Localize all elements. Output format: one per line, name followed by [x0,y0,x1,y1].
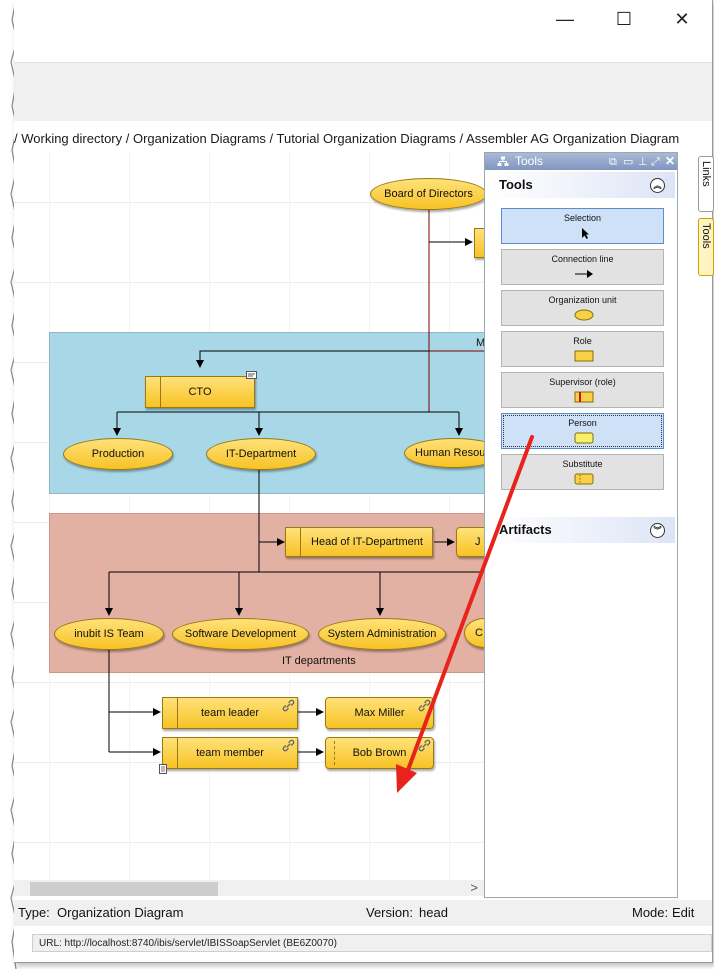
tools-panel-titlebar[interactable]: Tools ⧉ ▭ ⊥ ⤢ ✕ [485,153,677,170]
substitute-bob-brown[interactable]: Bob Brown [325,737,434,769]
tools-section-title: Tools [499,177,533,192]
tool-person-label: Person [568,418,597,428]
status-bar: Type: Organization Diagram Version: head… [14,900,712,926]
tool-substitute[interactable]: Substitute [501,454,664,490]
panel-float-icon[interactable]: ⤢ [651,156,660,168]
scroll-right-icon[interactable]: > [470,880,478,895]
org-unit-it-department[interactable]: IT-Department [206,438,316,470]
horizontal-scrollbar[interactable]: > [14,880,484,896]
tool-connection-line[interactable]: Connection line [501,249,664,285]
panel-pin-icon[interactable]: ⊥ [638,156,648,168]
tool-person[interactable]: Person [501,413,664,449]
status-version-label: Version: [366,905,413,920]
it-departments-zone-label: IT departments [282,655,356,667]
tool-role-label: Role [573,336,592,346]
link-icon[interactable] [418,699,431,712]
url-text: URL: http://localhost:8740/ibis/servlet/… [39,938,337,949]
tools-panel: Tools ⧉ ▭ ⊥ ⤢ ✕ Tools ︽ Selection Connec… [484,152,678,898]
panel-window-icon[interactable]: ▭ [623,156,634,168]
close-icon: ✕ [674,8,690,29]
person-max-miller-label: Max Miller [354,707,405,719]
collapse-up-icon[interactable]: ︽ [650,178,665,193]
tool-substitute-label: Substitute [562,459,603,469]
org-unit-inubit-is-team[interactable]: inubit IS Team [54,618,164,650]
tool-supervisor-role[interactable]: Supervisor (role) [501,372,664,408]
expand-down-icon[interactable]: ︾ [650,523,665,538]
url-status-bar: URL: http://localhost:8740/ibis/servlet/… [32,934,712,952]
panel-close-icon[interactable]: ✕ [665,154,676,168]
connection-lines [105,207,484,756]
status-mode-value: Edit [672,905,695,920]
panel-restore-icon[interactable]: ⧉ [609,156,617,168]
tools-section-header[interactable]: Tools ︽ [489,172,675,198]
person-icon [574,432,594,444]
status-type-label: Type: [18,905,50,920]
tool-organization-unit[interactable]: Organization unit [501,290,664,326]
links-tab-label: Links [700,161,712,187]
comment-icon[interactable] [246,371,258,381]
toolbar-area [14,62,712,121]
tool-role[interactable]: Role [501,331,664,367]
application-window: — ☐ ✕ / Working directory / Organization… [14,0,714,963]
status-mode-label: Mode: [632,905,669,920]
document-icon[interactable] [159,764,167,774]
tool-selection[interactable]: Selection [501,208,664,244]
role-team-member-label: team member [196,747,264,759]
minimize-button[interactable]: — [542,0,588,38]
title-bar: — ☐ ✕ [14,0,712,40]
artifacts-section-title: Artifacts [499,522,552,537]
status-type-value: Organization Diagram [57,905,184,920]
role-head-of-it-department[interactable]: Head of IT-Department [285,527,433,557]
scrollbar-thumb[interactable] [30,882,218,896]
maximize-icon: ☐ [615,8,633,29]
ellipse-icon [574,309,594,321]
tool-selection-label: Selection [563,213,602,223]
arrow-right-icon [575,270,593,278]
role-team-leader[interactable]: team leader [162,697,298,729]
substitute-bob-brown-label: Bob Brown [352,747,407,759]
org-unit-software-development[interactable]: Software Development [172,618,309,650]
status-version-value: head [419,905,448,920]
org-unit-system-administration[interactable]: System Administration [318,618,446,650]
breadcrumb-path[interactable]: / Working directory / Organization Diagr… [14,131,680,146]
tools-tab-label: Tools [700,223,712,249]
close-button[interactable]: ✕ [659,0,705,38]
tab-tools[interactable]: Tools [698,218,714,276]
link-icon[interactable] [282,739,295,752]
org-unit-production[interactable]: Production [63,438,173,470]
maximize-button[interactable]: ☐ [601,0,647,38]
substitute-icon [574,473,594,485]
tool-supervisor-role-label: Supervisor (role) [549,377,616,387]
cursor-icon [582,228,589,239]
link-icon[interactable] [282,699,295,712]
role-cto-label: CTO [188,386,212,398]
person-partial[interactable]: J [456,527,484,557]
minimize-icon: — [556,8,574,29]
org-unit-board-of-directors[interactable]: Board of Directors [370,178,484,210]
tools-panel-title: Tools [515,154,544,168]
role-cto[interactable]: CTO [145,371,257,408]
tab-links[interactable]: Links [698,156,714,212]
tool-connection-line-label: Connection line [551,254,614,264]
tool-organization-unit-label: Organization unit [548,295,617,305]
role-team-member[interactable]: team member [159,737,298,774]
supervisor-role-icon [574,391,594,403]
person-max-miller[interactable]: Max Miller [325,697,434,729]
breadcrumb: / Working directory / Organization Diagr… [14,128,712,150]
artifacts-section-header[interactable]: Artifacts ︾ [489,517,675,543]
management-zone-label: M [476,337,484,349]
diagram-canvas[interactable]: M IT departments [14,152,484,884]
role-partial-top[interactable] [474,228,484,258]
role-team-leader-label: team leader [200,707,260,719]
role-head-of-it-label: Head of IT-Department [311,536,423,548]
rectangle-icon [574,350,594,362]
tools-tree-icon [497,156,509,166]
link-icon[interactable] [418,739,431,752]
